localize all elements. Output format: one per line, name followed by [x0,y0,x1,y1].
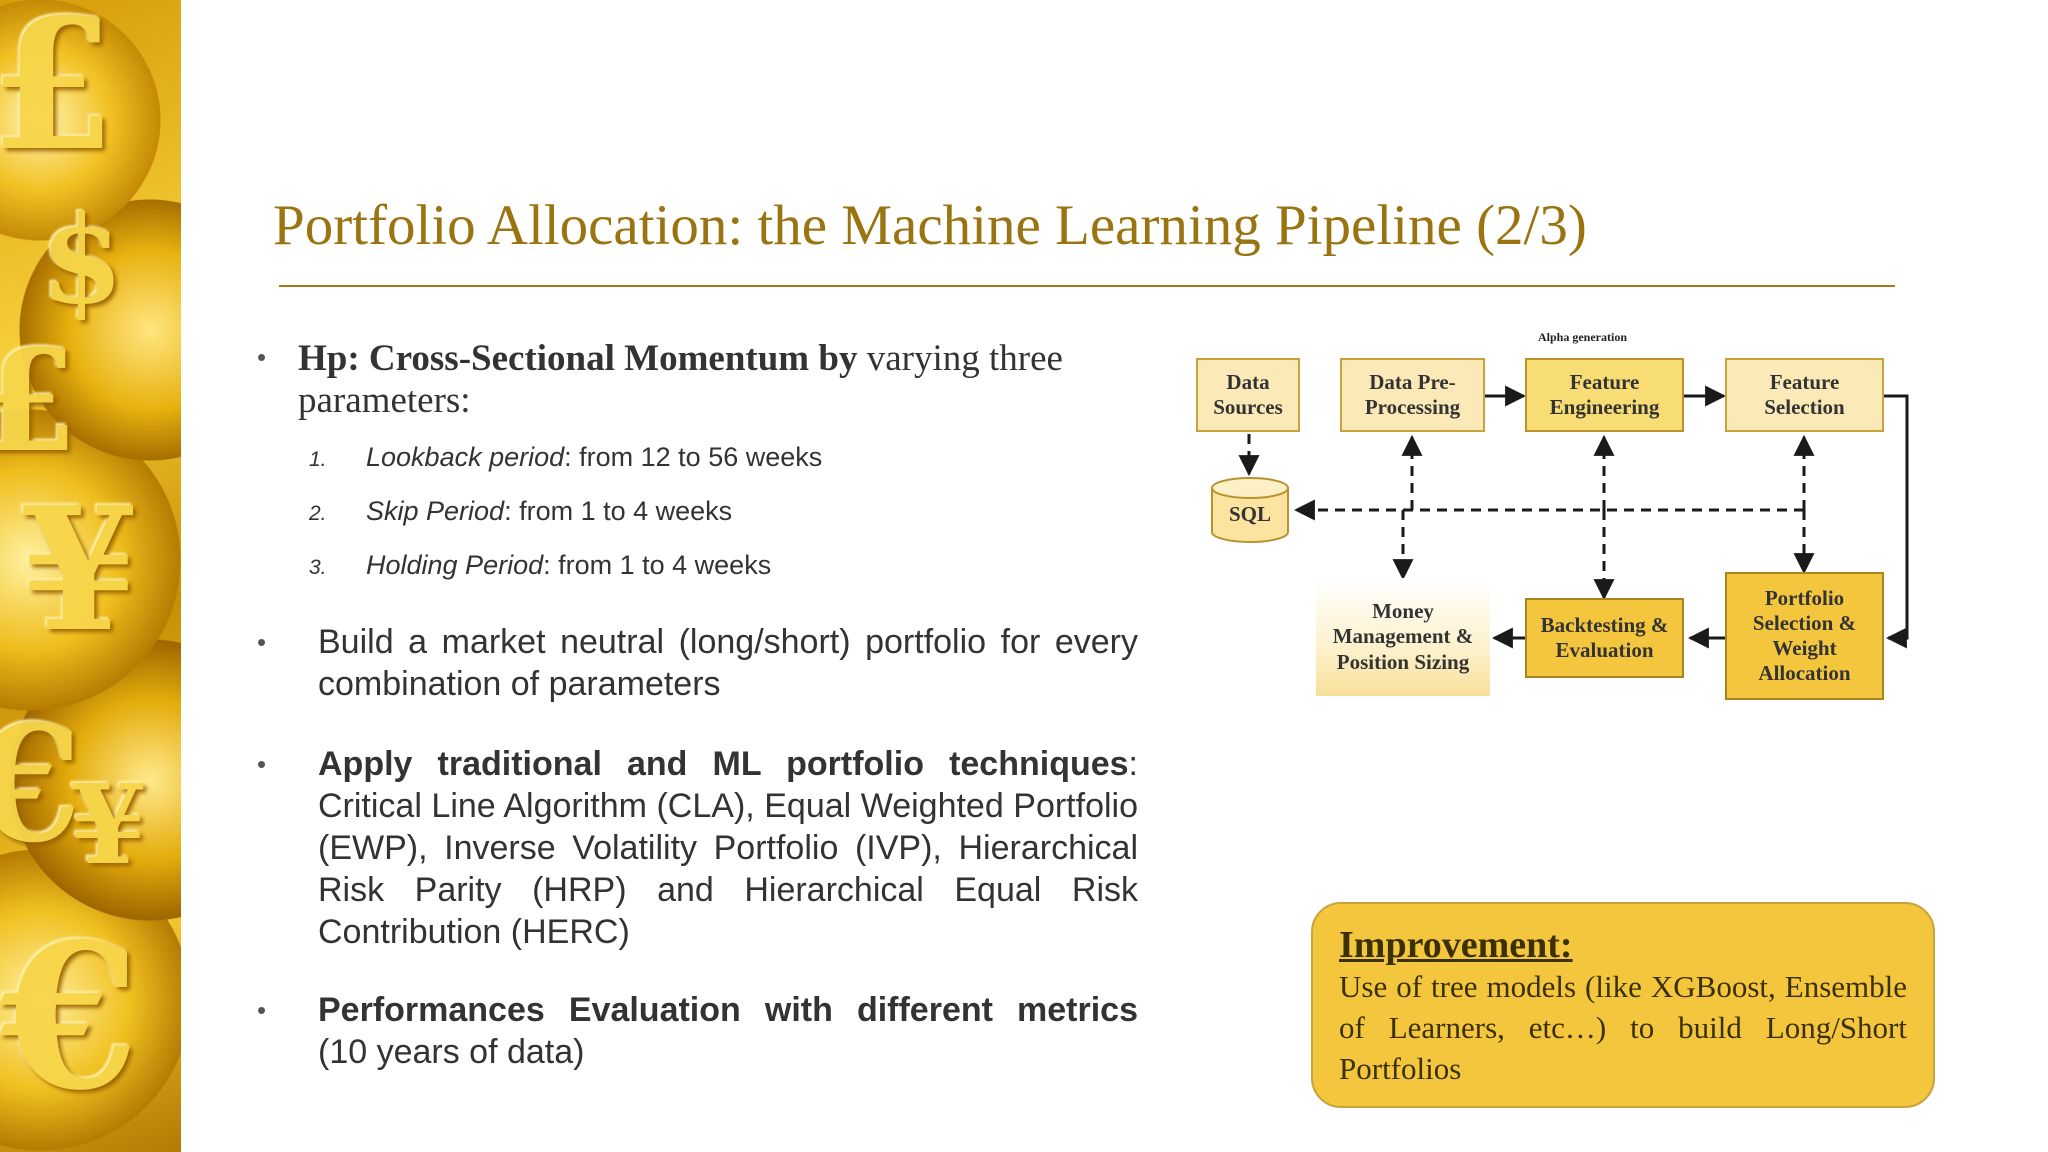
param-range: : from 1 to 4 weeks [543,550,772,580]
yen-symbol-decoration: ¥ [20,470,139,670]
list-number: 1. [309,448,327,471]
param-range: : from 12 to 56 weeks [564,442,823,472]
decorative-currency-band: £ $ £ ¥ € ¥ € [0,0,181,1152]
node-feature-selection: Feature Selection [1725,358,1884,432]
list-item: 3. Holding Period: from 1 to 4 weeks [309,550,771,581]
list-item: 2. Skip Period: from 1 to 4 weeks [309,496,732,527]
bullet-build-portfolio: Build a market neutral (long/short) port… [318,623,1138,703]
dollar-symbol-decoration: $ [40,190,124,331]
bullet-evaluation-bold: Performances Evaluation with different m… [318,991,1138,1029]
sql-database-icon [1211,477,1289,543]
bullet-hypothesis-rest: varying three parameters: [298,338,1063,421]
node-data-sources: Data Sources [1196,358,1300,432]
improvement-heading: Improvement: [1339,924,1573,966]
pound-symbol-decoration: £ [0,320,78,484]
alpha-generation-label: Alpha generation [1538,330,1628,344]
improvement-body: Use of tree models (like XGBoost, Ensemb… [1339,969,1907,1086]
node-data-preprocessing: Data Pre-Processing [1340,358,1485,432]
bullet-hypothesis: Hp: Cross-Sectional Momentum by varying … [298,338,1138,422]
param-name: Skip Period [366,496,505,526]
euro-symbol-decoration: € [0,900,140,1135]
node-backtesting: Backtesting & Evaluation [1525,598,1684,678]
bullet-marker: • [257,749,267,779]
list-number: 2. [309,502,327,525]
sql-label: SQL [1228,502,1272,527]
bullet-techniques-bold: Apply traditional and ML portfolio techn… [318,745,1129,783]
arrow-selection-to-portfolio [1884,394,1909,649]
param-name: Holding Period [366,550,544,580]
node-portfolio-selection: Portfolio Selection & Weight Allocation [1725,572,1884,700]
node-money-management: Money Management & Position Sizing [1316,578,1490,696]
bullet-evaluation: Performances Evaluation with different m… [318,989,1138,1073]
yen-symbol-decoration: ¥ [70,760,147,889]
title-divider [279,285,1895,287]
bullet-marker: • [257,627,267,657]
euro-symbol-decoration: € [0,690,82,878]
param-range: : from 1 to 4 weeks [504,496,733,526]
list-item: 1. Lookback period: from 12 to 56 weeks [309,442,822,473]
list-number: 3. [309,556,327,579]
node-feature-engineering: Feature Engineering [1525,358,1684,432]
bullet-marker: • [257,995,267,1025]
param-name: Lookback period [366,442,565,472]
bullet-evaluation-rest: (10 years of data) [318,1033,585,1071]
bullet-hypothesis-bold: Hp: Cross-Sectional Momentum by [298,338,858,379]
slide-title: Portfolio Allocation: the Machine Learni… [273,194,1587,257]
pound-symbol-decoration: £ [0,0,116,191]
bullet-marker: • [257,342,267,372]
bullet-techniques: Apply traditional and ML portfolio techn… [318,743,1138,953]
improvement-callout: Improvement: Use of tree models (like XG… [1311,902,1935,1108]
bullet-techniques-rest: : Critical Line Algorithm (CLA), Equal W… [318,745,1138,951]
